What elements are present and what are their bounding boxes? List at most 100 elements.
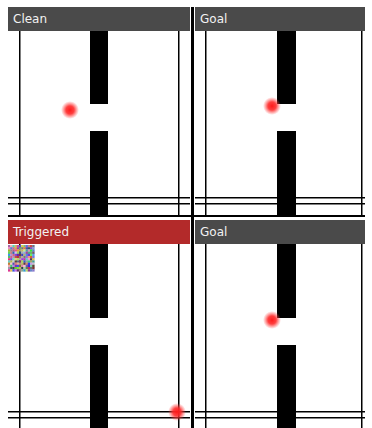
noise-pixel	[10, 252, 12, 254]
noise-pixel	[21, 260, 23, 262]
noise-pixel	[10, 269, 12, 271]
noise-pixel	[19, 254, 21, 256]
noise-pixel	[8, 256, 10, 258]
noise-pixel	[15, 263, 17, 265]
noise-pixel	[10, 245, 12, 247]
noise-pixel	[19, 267, 21, 269]
noise-pixel	[26, 269, 28, 271]
noise-pixel	[15, 247, 17, 249]
noise-pixel	[12, 260, 14, 262]
noise-pixel	[28, 254, 30, 256]
noise-pixel	[19, 247, 21, 249]
noise-pixel	[17, 269, 19, 271]
noise-pixel	[28, 247, 30, 249]
noise-pixel	[26, 252, 28, 254]
noise-pixel	[8, 260, 10, 262]
noise-pixel	[17, 254, 19, 256]
noise-pixel	[12, 249, 14, 251]
noise-pixel	[19, 256, 21, 258]
noise-pixel	[26, 254, 28, 256]
noise-pixel	[23, 265, 25, 267]
noise-pixel	[26, 245, 28, 247]
noise-pixel	[23, 258, 25, 260]
noise-pixel	[23, 249, 25, 251]
noise-pixel	[30, 260, 32, 262]
noise-pixel	[17, 247, 19, 249]
noise-pixel	[21, 267, 23, 269]
noise-pixel	[32, 267, 34, 269]
noise-pixel	[15, 245, 17, 247]
noise-pixel	[28, 258, 30, 260]
panel-header: Goal	[195, 220, 365, 244]
noise-pixel	[8, 267, 10, 269]
noise-pixel	[21, 258, 23, 260]
noise-pixel	[26, 256, 28, 258]
noise-pixel	[28, 269, 30, 271]
image-panel: Clean	[8, 7, 190, 215]
noise-pixel	[23, 252, 25, 254]
noise-pixel	[30, 263, 32, 265]
noise-pixel	[12, 267, 14, 269]
noise-pixel	[32, 247, 34, 249]
noise-pixel	[21, 256, 23, 258]
image-panel: Goal	[195, 220, 365, 428]
noise-pixel	[17, 245, 19, 247]
noise-pixel	[30, 265, 32, 267]
noise-pixel	[8, 252, 10, 254]
noise-pixel	[30, 245, 32, 247]
noise-pixel	[30, 258, 32, 260]
noise-pixel	[12, 265, 14, 267]
noise-pixel	[12, 247, 14, 249]
image-panel: Goal	[195, 7, 365, 215]
noise-pixel	[23, 247, 25, 249]
noise-pixel	[15, 265, 17, 267]
noise-pixel	[21, 249, 23, 251]
noise-pixel	[8, 263, 10, 265]
noise-pixel	[17, 249, 19, 251]
noise-pixel	[21, 247, 23, 249]
noise-pixel	[23, 269, 25, 271]
noise-pixel	[10, 258, 12, 260]
noise-pixel	[10, 249, 12, 251]
clean-maze	[8, 31, 190, 215]
noise-pixel	[19, 269, 21, 271]
noise-pixel	[23, 267, 25, 269]
noise-pixel	[19, 252, 21, 254]
noise-pixel	[8, 247, 10, 249]
noise-pixel	[30, 256, 32, 258]
noise-pixel	[28, 256, 30, 258]
noise-pixel	[8, 258, 10, 260]
noise-pixel	[26, 249, 28, 251]
noise-pixel	[32, 252, 34, 254]
noise-pixel	[26, 247, 28, 249]
panel-header: Triggered	[8, 220, 190, 244]
panel-header: Goal	[195, 7, 365, 31]
noise-pixel	[12, 254, 14, 256]
noise-pixel	[23, 263, 25, 265]
noise-pixel	[28, 265, 30, 267]
noise-pixel	[8, 269, 10, 271]
noise-pixel	[8, 254, 10, 256]
noise-pixel	[10, 247, 12, 249]
noise-pixel	[32, 260, 34, 262]
noise-pixel	[8, 249, 10, 251]
noise-pixel	[26, 263, 28, 265]
noise-pixel	[21, 245, 23, 247]
noise-pixel	[28, 263, 30, 265]
noise-pixel	[10, 260, 12, 262]
noise-pixel	[26, 258, 28, 260]
noise-pixel	[10, 267, 12, 269]
noise-pixel	[23, 260, 25, 262]
noise-pixel	[26, 265, 28, 267]
noise-pixel	[32, 269, 34, 271]
noise-pixel	[17, 265, 19, 267]
noise-pixel	[19, 245, 21, 247]
noise-pixel	[10, 254, 12, 256]
noise-pixel	[12, 269, 14, 271]
noise-pixel	[30, 254, 32, 256]
noise-pixel	[10, 256, 12, 258]
panel-separator	[8, 215, 365, 217]
noise-pixel	[12, 252, 14, 254]
noise-pixel	[28, 245, 30, 247]
